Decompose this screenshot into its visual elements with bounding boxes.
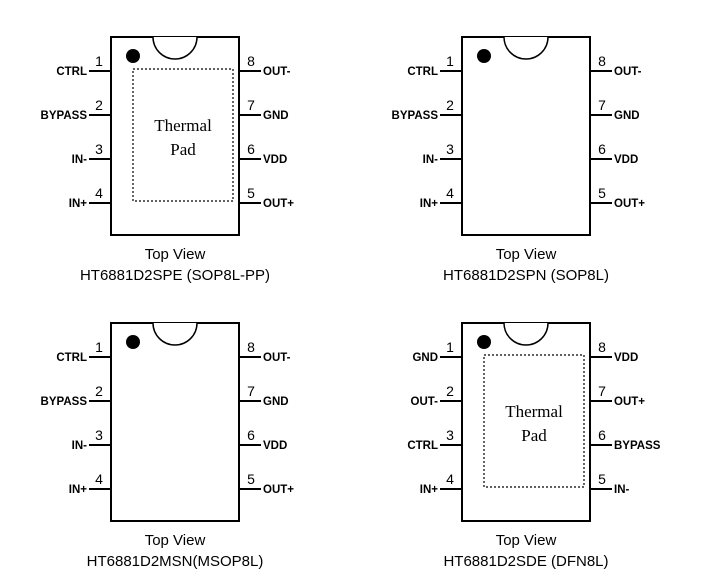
pin-name: VDD bbox=[614, 352, 638, 364]
view-label: Top View bbox=[144, 532, 206, 549]
pin-name: OUT+ bbox=[263, 484, 294, 496]
pin-name: OUT+ bbox=[614, 198, 645, 210]
pin-name: CTRL bbox=[56, 66, 87, 78]
pin-name: IN- bbox=[72, 154, 88, 166]
pin-number: 1 bbox=[446, 53, 454, 69]
pin-name: GND bbox=[614, 110, 640, 122]
pin-number: 8 bbox=[598, 339, 606, 355]
pin-name: OUT+ bbox=[614, 396, 645, 408]
pin-number: 5 bbox=[598, 185, 606, 201]
pin-name: CTRL bbox=[56, 352, 87, 364]
package-body bbox=[110, 36, 240, 236]
package-body bbox=[461, 36, 591, 236]
pin-number: 7 bbox=[247, 383, 255, 399]
pin-name: IN- bbox=[423, 154, 439, 166]
pin-name: VDD bbox=[263, 154, 287, 166]
package-body bbox=[461, 322, 591, 522]
orientation-notch bbox=[152, 36, 198, 60]
pin1-marker-dot bbox=[126, 49, 140, 63]
pin-number: 7 bbox=[598, 97, 606, 113]
pin-name: OUT- bbox=[411, 396, 439, 408]
pin-number: 8 bbox=[247, 339, 255, 355]
pin1-marker-dot bbox=[477, 335, 491, 349]
pin-number: 6 bbox=[598, 427, 606, 443]
pin-number: 6 bbox=[247, 427, 255, 443]
pin-name: BYPASS bbox=[392, 110, 439, 122]
pin-number: 1 bbox=[95, 53, 103, 69]
pin-number: 2 bbox=[446, 383, 454, 399]
pin-number: 6 bbox=[247, 141, 255, 157]
pin-number: 4 bbox=[95, 471, 103, 487]
pin-name: IN+ bbox=[69, 484, 88, 496]
pin-number: 3 bbox=[446, 141, 454, 157]
package-body bbox=[110, 322, 240, 522]
pin-name: IN+ bbox=[420, 198, 439, 210]
pin-number: 2 bbox=[95, 97, 103, 113]
pin-name: IN- bbox=[72, 440, 88, 452]
pin-number: 2 bbox=[446, 97, 454, 113]
pin-number: 5 bbox=[598, 471, 606, 487]
pin-number: 2 bbox=[95, 383, 103, 399]
pin-name: OUT+ bbox=[263, 198, 294, 210]
pin-number: 8 bbox=[247, 53, 255, 69]
view-label: Top View bbox=[144, 246, 206, 263]
pin-number: 5 bbox=[247, 471, 255, 487]
orientation-notch bbox=[503, 322, 549, 346]
pin-number: 3 bbox=[95, 141, 103, 157]
thermal-pad bbox=[483, 354, 585, 488]
pin-number: 8 bbox=[598, 53, 606, 69]
view-label: Top View bbox=[495, 246, 557, 263]
pin-name: GND bbox=[263, 110, 289, 122]
pin-name: GND bbox=[412, 352, 438, 364]
orientation-notch bbox=[503, 36, 549, 60]
pin-name: IN- bbox=[614, 484, 630, 496]
pin-name: BYPASS bbox=[41, 110, 88, 122]
pin-number: 7 bbox=[247, 97, 255, 113]
pin-name: VDD bbox=[614, 154, 638, 166]
pin-name: IN+ bbox=[69, 198, 88, 210]
pin-name: OUT- bbox=[263, 352, 291, 364]
pin-name: CTRL bbox=[407, 66, 438, 78]
pin-number: 6 bbox=[598, 141, 606, 157]
pin-number: 1 bbox=[446, 339, 454, 355]
thermal-pad-label: Thermal bbox=[505, 402, 563, 421]
thermal-pad-label: Pad bbox=[521, 426, 547, 445]
part-number-label: HT6881D2SPN (SOP8L) bbox=[443, 267, 609, 284]
pin-number: 5 bbox=[247, 185, 255, 201]
pin-number: 3 bbox=[446, 427, 454, 443]
part-number-label: HT6881D2SPE (SOP8L-PP) bbox=[79, 267, 271, 284]
pin-number: 4 bbox=[446, 185, 454, 201]
thermal-pad-label: Pad bbox=[170, 140, 196, 159]
pin-name: IN+ bbox=[420, 484, 439, 496]
pin1-marker-dot bbox=[477, 49, 491, 63]
pin-name: VDD bbox=[263, 440, 287, 452]
view-label: Top View bbox=[495, 532, 557, 549]
pin-number: 1 bbox=[95, 339, 103, 355]
pin-name: OUT- bbox=[263, 66, 291, 78]
part-number-label: HT6881D2MSN(MSOP8L) bbox=[86, 553, 264, 570]
pin-number: 3 bbox=[95, 427, 103, 443]
orientation-notch bbox=[152, 322, 198, 346]
pin-name: GND bbox=[263, 396, 289, 408]
pin-number: 4 bbox=[95, 185, 103, 201]
pin-name: CTRL bbox=[407, 440, 438, 452]
pin-name: BYPASS bbox=[614, 440, 661, 452]
thermal-pad bbox=[132, 68, 234, 202]
part-number-label: HT6881D2SDE (DFN8L) bbox=[443, 553, 609, 570]
pin-name: OUT- bbox=[614, 66, 642, 78]
pin-name: BYPASS bbox=[41, 396, 88, 408]
pin-number: 4 bbox=[446, 471, 454, 487]
pin1-marker-dot bbox=[126, 335, 140, 349]
pin-number: 7 bbox=[598, 383, 606, 399]
thermal-pad-label: Thermal bbox=[154, 116, 212, 135]
